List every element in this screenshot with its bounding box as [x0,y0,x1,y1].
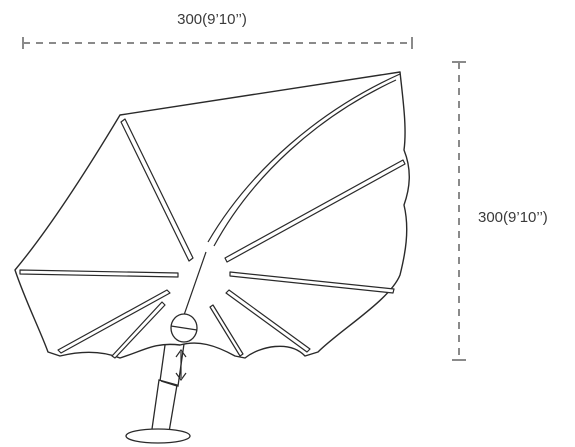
width-dimension-label: 300(9’10’’) [177,11,247,28]
rib-lower-right [225,289,311,353]
height-adjust-arrow-icon [175,348,187,382]
rib-left [19,269,179,278]
rib-lower-left [57,289,171,354]
spine-curve-inner [213,79,397,247]
width-dimension: 300(9’10’’) [22,11,413,49]
height-dimension: 300(9’10’’) [452,61,548,361]
canopy-ribs [19,118,406,359]
height-dimension-label: 300(9’10’’) [478,209,548,226]
umbrella-base [125,428,191,444]
spine-curve-outer [207,73,401,243]
hub-divider [170,325,198,331]
pole-lower-segment [151,379,178,433]
umbrella-pole [125,337,191,444]
rib-lower-right-inner [209,304,244,357]
pole-joint [160,380,178,387]
rib-right [229,271,395,294]
rib-lower-left-inner [111,301,166,359]
umbrella-canopy [14,71,410,359]
rib-right-upper [224,159,406,263]
rib-upper-left [120,118,194,262]
